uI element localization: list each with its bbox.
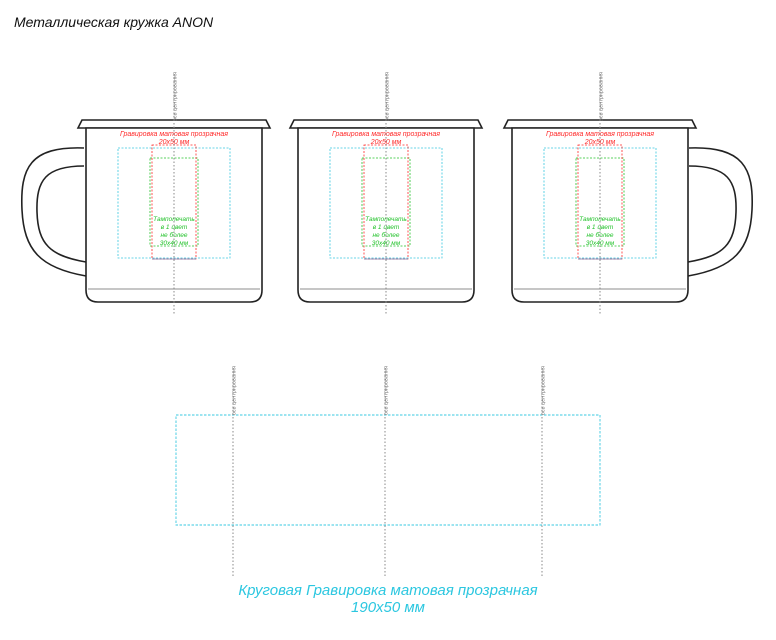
handle-inner (687, 165, 737, 263)
handle-inner (36, 165, 87, 263)
wrap-centering-axis: ось центрирования (384, 366, 390, 578)
wrap-engraving-area (175, 414, 601, 526)
pad-print-label: Тампопечать (153, 216, 195, 223)
pad-print-label: в 1 цвет (161, 224, 188, 231)
pad-print-label: Тампопечать (579, 216, 621, 223)
engraving-size-label: 20x50 мм (584, 139, 616, 146)
wrap-centering-axis: ось центрирования (232, 366, 238, 578)
axis-label: ось центрирования (173, 72, 179, 121)
page-title: Металлическая кружка ANON (14, 14, 214, 30)
engraving-size-label: 20x50 мм (370, 139, 402, 146)
pad-print-area (575, 157, 625, 247)
engraving-size-label: 20x50 мм (158, 139, 190, 146)
axis-label: ось центрирования (599, 72, 605, 121)
pad-print-area (149, 157, 199, 247)
wrap-centering-axis: ось центрирования (541, 366, 547, 578)
wrap-caption-title: Круговая Гравировка матовая прозрачная (238, 582, 538, 599)
pad-print-label: в 1 цвет (587, 224, 614, 231)
centering-axis: ось центрирования (173, 72, 179, 314)
axis-label: ось центрирования (232, 366, 238, 415)
axis-label: ось центрирования (541, 366, 547, 415)
centering-axis: ось центрирования (599, 72, 605, 314)
axis-label: ось центрирования (385, 72, 391, 121)
wrap-caption-size: 190x50 мм (351, 599, 425, 616)
pad-print-label: в 1 цвет (373, 224, 400, 231)
handle-outer (687, 147, 754, 277)
axis-label: ось центрирования (384, 366, 390, 415)
pad-print-label: Тампопечать (365, 216, 407, 223)
pad-print-area (361, 157, 411, 247)
handle-outer (20, 147, 87, 277)
centering-axis: ось центрирования (385, 72, 391, 314)
